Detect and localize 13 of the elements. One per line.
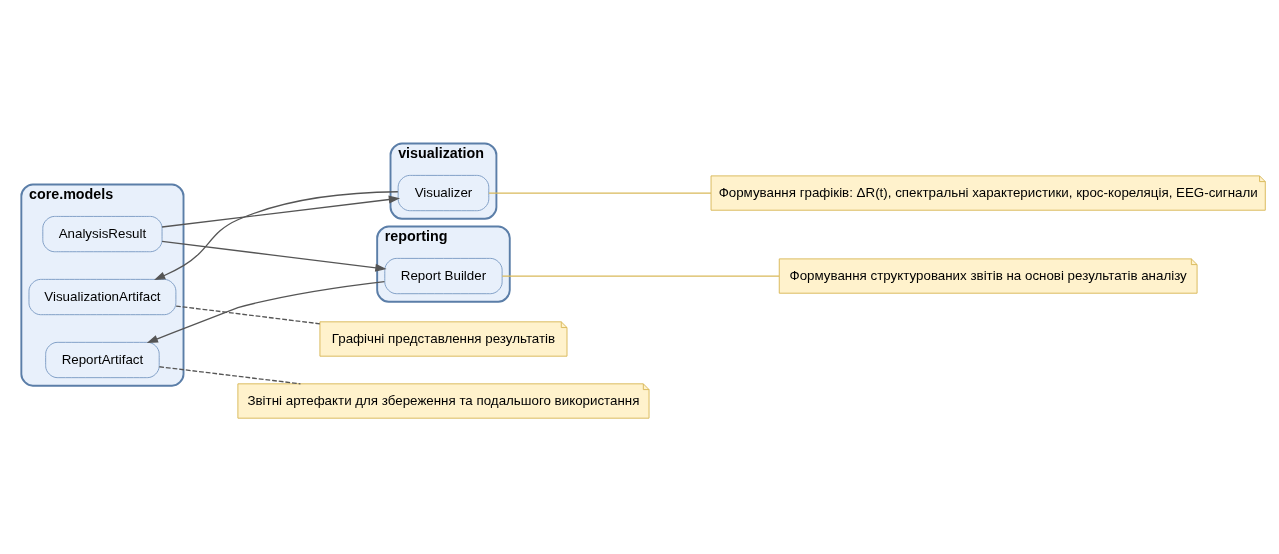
node-box: ReportArtifact [45,341,160,379]
node-box: Report Builder [384,257,503,295]
arrow [161,195,401,228]
node-box: VisualizationArtifact [28,278,177,316]
arrow [154,191,399,281]
connector [488,192,712,194]
node-box: Visualizer [397,174,490,212]
connector [158,366,302,385]
connector [175,305,321,325]
arrow [146,280,386,343]
arrow [161,240,387,272]
node-box: AnalysisResult [42,215,163,253]
connector [501,275,780,277]
